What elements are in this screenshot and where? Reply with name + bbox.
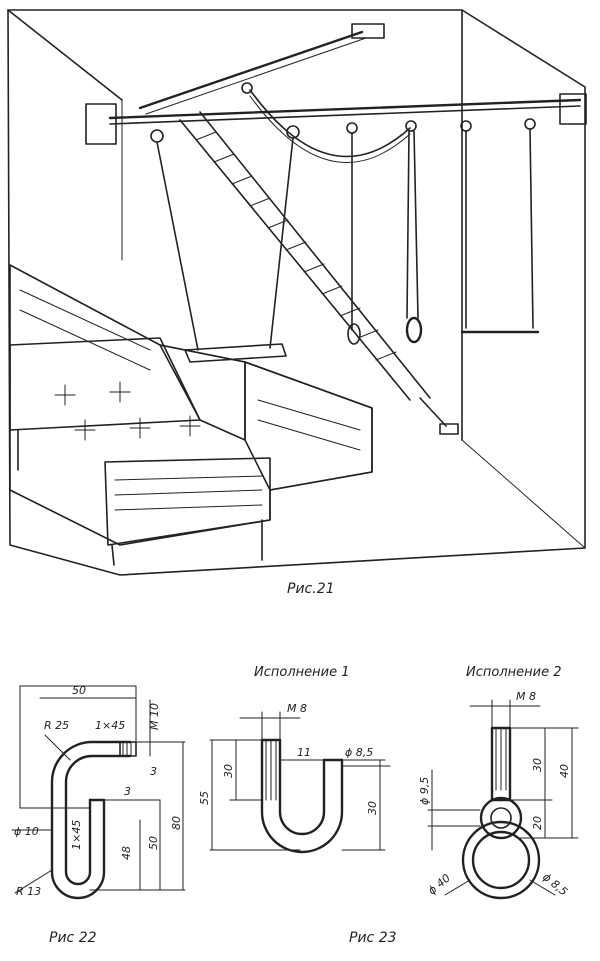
horizontal-bar-top [108,98,582,120]
figure-22-hook-drawing: 50 R 25 1×45 M 10 80 50 48 ϕ 10 1×45 R 1… [11,684,186,946]
eye-bolt-thread-hatching [495,727,507,791]
figure-23-variant-2: Исполнение 2 M 8 ϕ 9,5 3 [418,665,579,900]
dim-height-30-a: 30 [222,764,235,778]
dim-diameter-8-5: ϕ 8,5 [345,746,373,759]
dim-diameter-8-5-v2: ϕ 8,5 [540,870,570,898]
ring-inner [471,830,531,890]
rings-hook [405,120,417,132]
dim-thread-m8: M 8 [287,702,307,715]
rope-ladder-side-b [199,111,431,399]
rope-ladder-side-a [179,119,411,401]
hook-thread-end [119,741,137,757]
horizontal-bar-bottom [109,105,581,125]
variant-2-title: Исполнение 2 [466,665,561,680]
hook-inner-contour [64,754,132,886]
dim-thread-m8-v2: M 8 [516,690,536,703]
dim-width-50: 50 [72,684,86,697]
storage-box [244,361,373,491]
dim-radius-25: R 25 [44,719,69,732]
roughness-mark-a: 3 [150,765,157,778]
swing-platform [184,343,287,363]
eye-bolt-eye-hole [490,807,512,829]
fig23v2-dimension-lines [427,699,579,896]
ladder-hook [241,82,253,94]
room-floor-edge [461,439,586,549]
mattress-quilting [54,381,201,441]
ladder-anchor-line [419,397,447,427]
hook-outer-contour [50,740,132,900]
wood-grain-hatching [19,289,361,511]
dim-chamfer-top: 1×45 [95,719,125,732]
room-corner-edge-left [7,9,123,101]
fig22-dimension-lines [11,685,186,894]
ceiling-brace-bar [138,30,364,110]
dim-diameter-40: ϕ 40 [426,871,453,897]
bed-leg-2 [111,544,115,566]
rope-loop [347,323,361,345]
ceiling-bracket [351,23,385,39]
floor-anchor [439,423,459,435]
trapeze-hook-right [524,118,536,130]
hanging-rope [249,89,411,158]
swing-hook-left [150,129,164,143]
dim-height-48: 48 [120,846,133,860]
trapeze-rope-right [529,128,534,329]
eye-bolt-eye [479,796,523,840]
u-bolt-inner [278,738,326,836]
hanging-rope-edge [249,95,411,163]
fig23v1-dimension-lines [209,711,391,851]
dim-diameter-9-5: ϕ 9,5 [418,777,431,805]
u-bolt-thread-hatching [265,739,277,801]
dim-height-30-v2: 30 [531,758,544,772]
figure-22-caption: Рис 22 [49,930,97,946]
ring-strap-b [413,130,419,319]
dim-thread-m10: M 10 [148,703,161,730]
ceiling-brace-bar-edge [145,37,367,115]
dim-height-40: 40 [558,764,571,778]
dim-height-55: 55 [198,791,211,805]
ring-strap-a [406,130,410,319]
variant-1-title: Исполнение 1 [254,665,349,680]
dim-height-50: 50 [147,836,160,850]
dim-height-30-b: 30 [366,801,379,815]
figure-23-variant-1: Исполнение 1 M 8 11 ϕ 8,5 55 [198,665,391,854]
room-outline [7,9,586,576]
dim-chamfer-side: 1×45 [70,820,83,850]
dim-height-20: 20 [531,816,544,830]
roughness-mark-b: 3 [124,785,131,798]
figure-21-room-illustration: Рис.21 [7,9,587,597]
rope-ladder-rungs [195,131,397,361]
dim-diameter-10: ϕ 10 [14,825,39,838]
rope-hook-1 [346,122,358,134]
dim-radius-13: R 13 [16,885,41,898]
ring-outer [461,820,541,900]
hook-thread-hatching [122,741,132,757]
figure-21-caption: Рис.21 [287,581,335,597]
bed-structure-outline [9,264,373,546]
u-bolt-outer [260,738,344,854]
swing-rope-left [156,141,199,351]
dim-gap-11: 11 [297,746,311,759]
gym-ring [405,316,423,344]
figure-23-caption: Рис 23 [349,930,397,946]
headboard-panel [159,344,246,441]
bed-front-panel [104,457,271,546]
wall-bracket-right [559,93,587,125]
mattress-top [9,337,201,431]
dim-height-80: 80 [170,816,183,830]
